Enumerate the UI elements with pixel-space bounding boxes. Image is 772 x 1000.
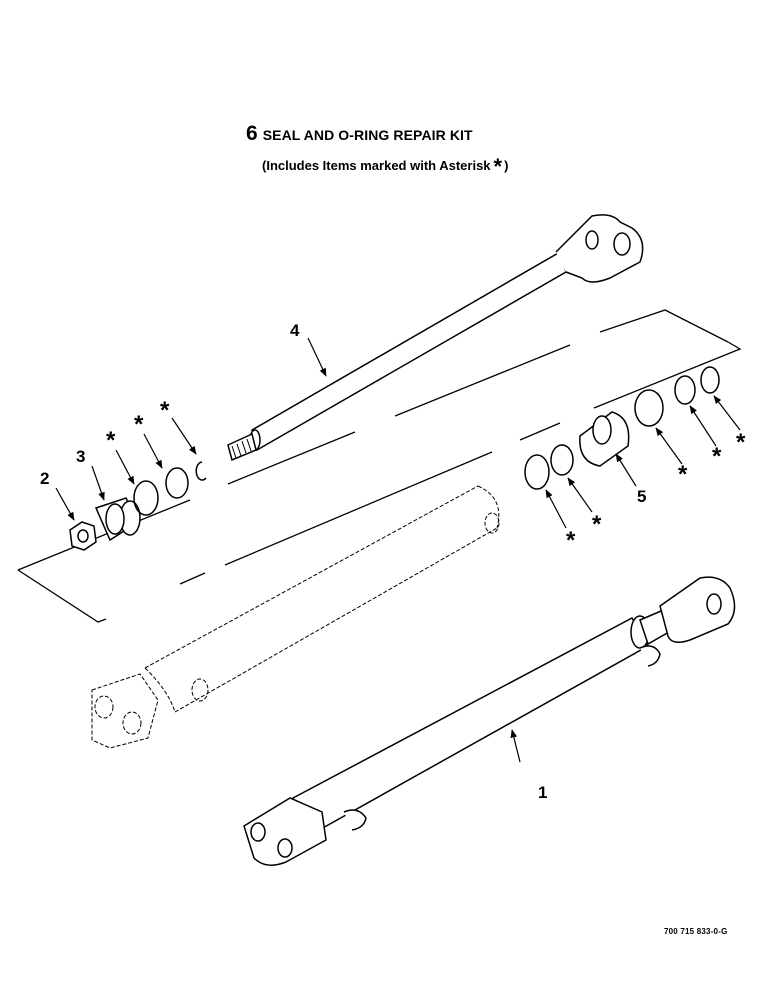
kit-note-text: (Includes Items marked with Asterisk	[262, 158, 491, 173]
asterisk-marker: *	[106, 427, 116, 454]
seal-ring-f	[674, 375, 696, 405]
seal-ring-e	[634, 389, 664, 427]
asterisk-marker: *	[592, 511, 602, 538]
asterisk-marker: *	[160, 397, 170, 424]
seal-ring-g	[700, 366, 720, 394]
asterisk-marker: *	[678, 461, 688, 488]
callout-2: 2	[40, 469, 49, 488]
snap-ring	[195, 461, 207, 481]
callout-5: 5	[637, 487, 646, 506]
kit-note-asterisk: *	[493, 154, 503, 179]
ghost-barrel	[91, 485, 500, 749]
leader-arrows	[55, 337, 741, 763]
callout-4: 4	[290, 321, 300, 340]
seal-ring-c	[524, 454, 550, 490]
kit-note-close: )	[504, 158, 509, 173]
asterisk-marker: *	[134, 411, 144, 438]
seal-ring-b	[165, 467, 189, 499]
kit-title-text: SEAL AND O-RING REPAIR KIT	[262, 127, 473, 143]
drawing-code: 700 715 833-0-G	[664, 927, 728, 936]
asterisk-marker: *	[712, 443, 722, 470]
kit-number: 6	[246, 122, 258, 145]
seal-ring-d	[550, 444, 574, 476]
piston-rod	[227, 214, 644, 462]
asterisk-marker: *	[566, 527, 576, 554]
callout-3: 3	[76, 447, 85, 466]
kit-note: (Includes Items marked with Asterisk*)	[262, 150, 509, 179]
seal-ring-a	[133, 480, 159, 516]
piston-head-parts	[524, 366, 720, 490]
rod-end-parts	[69, 461, 207, 551]
asterisk-marker: *	[736, 429, 746, 456]
callout-1: 1	[538, 783, 547, 802]
exploded-view-outline	[17, 309, 742, 623]
assembled-cylinder	[243, 576, 736, 866]
